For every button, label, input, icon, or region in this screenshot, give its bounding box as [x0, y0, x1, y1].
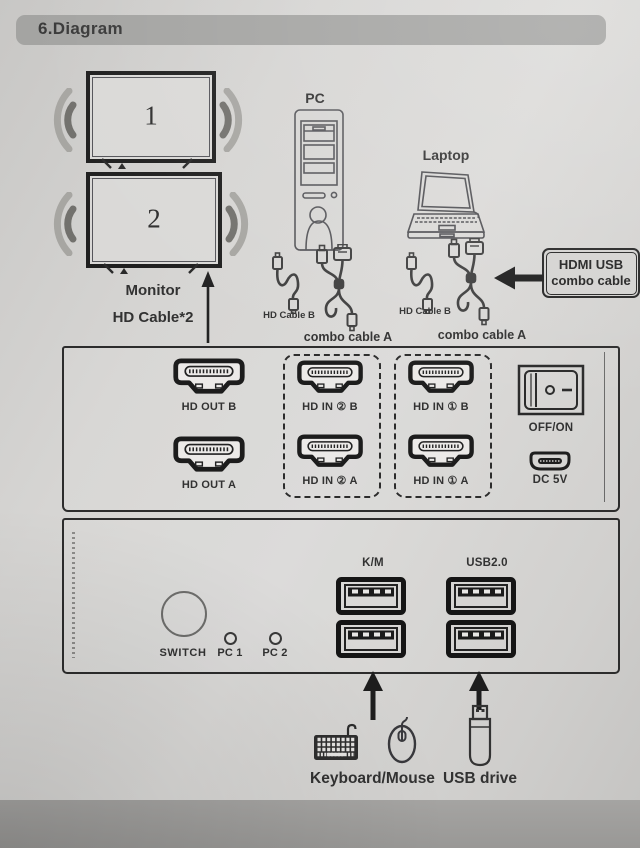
pc-tower-icon [292, 107, 346, 253]
km-label: K/M [362, 557, 384, 569]
hd-cable-label: HD Cable B [399, 306, 451, 317]
hdmi-port-icon [294, 434, 366, 469]
port-label: HD IN ① A [413, 475, 469, 487]
pc2-label: PC 2 [262, 647, 288, 659]
laptop-icon [406, 168, 486, 254]
keyboard-mouse-label: Keyboard/Mouse [310, 770, 435, 787]
monitor-screen [92, 77, 210, 157]
hd-in-2-group [283, 354, 381, 498]
usb-port-icon [446, 577, 516, 615]
hdmi-port-icon [294, 360, 366, 395]
port-label: HD OUT B [181, 401, 237, 413]
monitor-screen [92, 178, 216, 262]
up-arrow-icon [360, 671, 386, 721]
combo-cable-icon [444, 238, 498, 326]
port-label: HD IN ① B [413, 401, 469, 413]
panel-edge-line [604, 352, 605, 502]
hd-cable-icon [400, 252, 444, 314]
combo-cable-label: combo cable A [303, 330, 393, 344]
hdmi-port-icon [405, 434, 477, 469]
usb-port-icon [446, 620, 516, 658]
combo-cable-callout: HDMI USB combo cable [542, 248, 640, 298]
monitor-stand-icon [86, 263, 214, 276]
table-surface [0, 800, 640, 848]
combo-cable-label: combo cable A [437, 328, 527, 342]
monitor-1: 1 [86, 71, 216, 163]
monitor-caption-line1: Monitor [125, 282, 181, 299]
switch-label: SWITCH [159, 647, 207, 659]
kvm-rear-panel: HD OUT B HD OUT A HD IN ② B [62, 346, 620, 512]
pc-label: PC [305, 90, 325, 106]
power-label: OFF/ON [528, 422, 574, 434]
combo-cable-callout-inner: HDMI USB combo cable [545, 251, 637, 295]
usb20-label: USB2.0 [466, 557, 508, 569]
callout-line1: HDMI USB [558, 257, 624, 272]
hd-in-1-group [394, 354, 492, 498]
monitor-caption-line2: HD Cable*2 [112, 309, 194, 326]
hdmi-port-icon [170, 358, 248, 396]
up-arrow-icon [198, 270, 218, 344]
signal-waves-icon [220, 192, 260, 256]
mouse-icon [386, 714, 418, 764]
left-arrow-icon [494, 264, 544, 292]
signal-waves-icon [214, 88, 254, 152]
kvm-front-panel: SWITCH PC 1 PC 2 K/M USB2.0 [62, 518, 620, 674]
usb-port-icon [336, 577, 406, 615]
keyboard-icon [312, 722, 360, 762]
switch-button [161, 591, 207, 637]
signal-waves-icon [42, 192, 82, 256]
usb-drive-label: USB drive [442, 770, 518, 787]
page-title: 6.Diagram [38, 19, 123, 38]
hdmi-port-icon [405, 360, 477, 395]
vent-grille [72, 532, 75, 658]
hd-cable-icon [266, 252, 310, 314]
hdmi-port-icon [170, 436, 248, 474]
dc-port-icon [529, 451, 571, 471]
laptop-label: Laptop [422, 147, 470, 163]
pc1-label: PC 1 [217, 647, 243, 659]
monitor-2: 2 [86, 172, 222, 268]
monitor-stand-icon [86, 158, 208, 171]
pc1-led [224, 632, 237, 645]
signal-waves-icon [42, 88, 82, 152]
callout-line2: combo cable [551, 273, 631, 288]
port-label: HD OUT A [181, 479, 237, 491]
usb-drive-icon [464, 703, 496, 769]
dc-label: DC 5V [532, 474, 568, 486]
section-header-bar: 6.Diagram [16, 15, 606, 45]
pc2-led [269, 632, 282, 645]
monitor-number: 2 [147, 203, 161, 234]
port-label: HD IN ② A [302, 475, 358, 487]
hd-cable-label: HD Cable B [263, 310, 315, 321]
usb-port-icon [336, 620, 406, 658]
monitor-number: 1 [144, 100, 158, 131]
combo-cable-icon [312, 244, 366, 332]
port-label: HD IN ② B [302, 401, 358, 413]
power-switch-icon [517, 364, 585, 416]
